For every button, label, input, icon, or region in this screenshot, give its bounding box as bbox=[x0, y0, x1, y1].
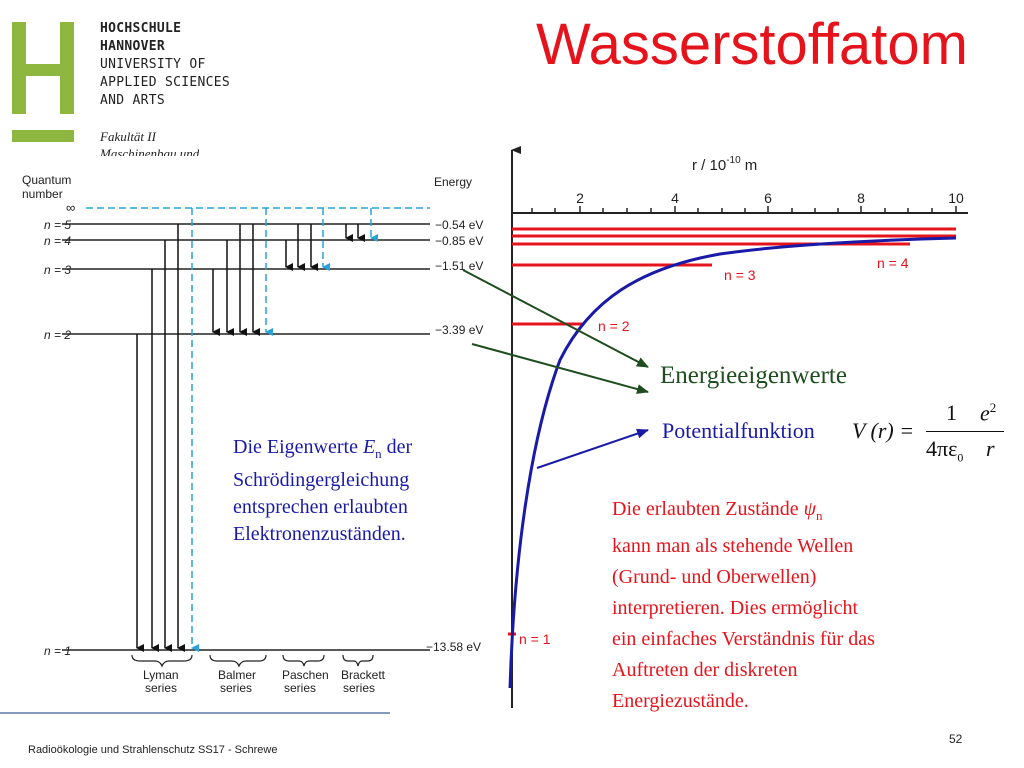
eigenwerte-part: Die Eigenwerte bbox=[233, 436, 363, 458]
zustaende-part: Die erlaubten Zustände bbox=[612, 498, 804, 520]
pointer-arrow bbox=[462, 269, 649, 368]
series-braces bbox=[131, 654, 374, 668]
brackett-arrows bbox=[345, 208, 378, 242]
zustaende-psi-sub: n bbox=[816, 508, 823, 523]
formula-num2-main: e bbox=[980, 400, 990, 426]
tick-label: 8 bbox=[857, 190, 865, 206]
paschen-arrows bbox=[285, 208, 330, 271]
logo-h-icon bbox=[12, 22, 74, 142]
series-label: Brackett bbox=[341, 668, 386, 682]
pointer-arrow bbox=[536, 428, 649, 469]
r-axis-title: r / 10-10 m bbox=[692, 155, 757, 174]
r-axis-title-exp: -10 bbox=[726, 155, 741, 166]
faculty-name: Fakultät II Maschinenbau und bbox=[100, 128, 199, 156]
infinity-label: ∞ bbox=[66, 200, 75, 215]
energieeigenwerte-label: Energieeigenwerte bbox=[660, 362, 847, 389]
level-n-label: n = 1 bbox=[44, 644, 71, 658]
faculty-line: Fakultät II bbox=[100, 129, 156, 144]
university-name: HOCHSCHULE HANNOVER UNIVERSITY OF APPLIE… bbox=[100, 20, 230, 110]
zustaende-line: Auftreten der diskreten bbox=[612, 659, 798, 681]
zustaende-line: Energiezustände. bbox=[612, 690, 749, 712]
r-axis-title-unit: m bbox=[741, 157, 758, 174]
zustaende-line: (Grund- und Oberwellen) bbox=[612, 566, 817, 588]
formula-den1: 4πε0 bbox=[926, 436, 963, 465]
eigenwerte-line: Schrödingergleichung bbox=[233, 469, 410, 491]
university-logo bbox=[10, 20, 76, 144]
series-label: Balmer bbox=[218, 668, 256, 682]
tick-label: 2 bbox=[576, 190, 584, 206]
potential-curve bbox=[508, 236, 957, 689]
series-label: Paschen bbox=[282, 668, 329, 682]
tick-label: 6 bbox=[764, 190, 772, 206]
series-label: series bbox=[220, 681, 252, 695]
series-label: series bbox=[145, 681, 177, 695]
eigenwerte-line: Elektronenzuständen. bbox=[233, 523, 406, 545]
quantum-number-label: Quantum bbox=[22, 173, 71, 187]
faculty-line: Maschinenbau und bbox=[100, 146, 200, 156]
zustaende-line: ein einfaches Verständnis für das bbox=[612, 628, 875, 650]
logo-line: APPLIED SCIENCES bbox=[100, 75, 231, 90]
tick-label: 10 bbox=[948, 190, 964, 206]
formula-den1-main: 4πε bbox=[926, 436, 958, 461]
zustaende-line: interpretieren. Dies ermöglicht bbox=[612, 597, 859, 619]
zustaende-line: kann man als stehende Wellen bbox=[612, 535, 854, 557]
level-n-label: n = 3 bbox=[44, 263, 71, 277]
r-axis-ticks bbox=[531, 206, 957, 213]
potential-formula: V (r) = 1 4πε0 e2 r bbox=[852, 398, 1012, 468]
zustaende-psi: ψ bbox=[803, 498, 817, 520]
logo-line: HOCHSCHULE bbox=[100, 21, 182, 36]
level-label-n4: n = 4 bbox=[877, 255, 909, 271]
level-n-label: n = 2 bbox=[44, 328, 71, 342]
level-energy-label: −0.85 eV bbox=[435, 234, 483, 248]
formula-num2: e2 bbox=[980, 400, 996, 426]
pointer-arrow bbox=[471, 343, 649, 394]
formula-num1: 1 bbox=[946, 400, 957, 425]
level-energy-label: −3.39 eV bbox=[435, 323, 483, 337]
r-axis-title-base: r / 10 bbox=[692, 157, 726, 174]
energy-axis-label: Energy bbox=[434, 175, 472, 189]
fraction-bar-1 bbox=[926, 431, 980, 432]
page-title: Wasserstoffatom bbox=[536, 12, 968, 77]
eigenwerte-part: der bbox=[381, 436, 413, 458]
eigenwerte-line: entsprechen erlaubten bbox=[233, 496, 408, 518]
level-n-label: n = 4 bbox=[44, 234, 71, 248]
series-label: series bbox=[343, 681, 375, 695]
quantum-number-label: number bbox=[22, 187, 63, 201]
fraction-bar-2 bbox=[978, 431, 1004, 432]
eigenwerte-E: E bbox=[362, 436, 376, 458]
level-n-label: n = 5 bbox=[44, 218, 71, 232]
eigenwerte-text: Die Eigenwerte En der Schrödingergleichu… bbox=[233, 434, 412, 548]
level-label-n3: n = 3 bbox=[724, 267, 756, 283]
formula-lhs: V (r) = bbox=[852, 418, 915, 443]
lyman-arrows bbox=[136, 208, 199, 652]
eigenwerte-line: Die Eigenwerte En der bbox=[233, 434, 412, 467]
formula-den1-sub: 0 bbox=[957, 450, 964, 465]
level-label-n2: n = 2 bbox=[598, 318, 630, 334]
level-energy-label: −0.54 eV bbox=[435, 218, 483, 232]
zustaende-text: Die erlaubten Zustände ψn kann man als s… bbox=[612, 494, 875, 717]
eigenwerte-E-sub: n bbox=[375, 446, 382, 461]
potentialfunktion-label: Potentialfunktion bbox=[662, 418, 815, 443]
formula-num2-sup: 2 bbox=[989, 400, 997, 415]
level-energy-label: −13.58 eV bbox=[426, 640, 481, 654]
zustaende-line: Die erlaubten Zustände ψn bbox=[612, 494, 875, 531]
logo-line: UNIVERSITY OF bbox=[100, 57, 206, 72]
footer-text: Radioökologie und Strahlenschutz SS17 - … bbox=[28, 744, 278, 756]
logo-line: AND ARTS bbox=[100, 93, 166, 108]
balmer-arrows bbox=[212, 208, 273, 336]
series-label: series bbox=[284, 681, 316, 695]
tick-label: 4 bbox=[671, 190, 679, 206]
level-label-n1: n = 1 bbox=[519, 631, 551, 647]
page-number: 52 bbox=[949, 732, 963, 746]
level-energy-label: −1.51 eV bbox=[435, 259, 483, 273]
logo-line: HANNOVER bbox=[100, 39, 166, 54]
formula-den2: r bbox=[986, 436, 995, 461]
series-label: Lyman bbox=[143, 668, 179, 682]
